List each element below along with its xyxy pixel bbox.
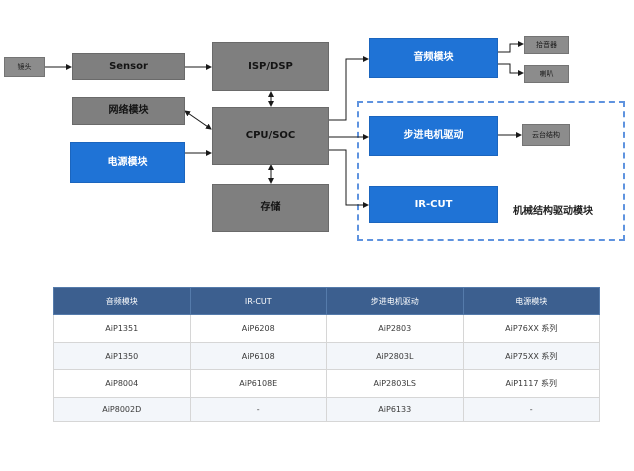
table-cell: AiP2803LS: [326, 369, 464, 399]
table-row: AiP1351 AiP6208 AiP2803 AiP76XX 系列: [53, 314, 600, 343]
cpu-soc-box: CPU/SOC: [212, 107, 329, 165]
arrow-audio-to-speaker: [498, 63, 524, 76]
connection-arrows: [45, 41, 524, 208]
table-cell: AiP76XX 系列: [462, 314, 600, 343]
table-cell: AiP2803: [326, 314, 464, 343]
header-audio-module: 音频模块: [53, 287, 191, 315]
arrow-network-cpu: [184, 110, 212, 130]
table-row: AiP8002D - AiP6133 -: [53, 397, 600, 422]
microphone-box: 拾音器: [524, 36, 569, 54]
arrow-cpu-to-audio: [328, 56, 369, 121]
table-cell: AiP8004: [53, 369, 191, 399]
pan-tilt-structure-label: 云台结构: [532, 130, 560, 139]
ir-cut-label: IR-CUT: [414, 198, 453, 210]
lens-label: 镜头: [17, 62, 32, 71]
table-cell: AiP8002D: [53, 397, 191, 422]
isp-dsp-box: ISP/DSP: [212, 42, 329, 91]
table-cell: AiP1117 系列: [462, 369, 600, 399]
table-cell: AiP6133: [326, 397, 464, 422]
pan-tilt-structure-box: 云台结构: [522, 124, 570, 146]
arrow-cpu-to-ircut: [328, 149, 369, 208]
power-module-box: 电源模块: [70, 142, 185, 183]
block-diagram: 机械结构驱动模块: [4, 36, 625, 241]
sensor-label: Sensor: [109, 60, 148, 72]
table-cell: AiP6208: [189, 314, 327, 343]
sensor-box: Sensor: [72, 53, 185, 80]
table-cell: AiP1351: [53, 314, 191, 343]
table-cell: AiP1350: [53, 341, 191, 371]
network-module-label: 网络模块: [108, 105, 149, 116]
table-cell: -: [189, 397, 327, 422]
isp-dsp-label: ISP/DSP: [248, 60, 293, 72]
network-module-box: 网络模块: [72, 97, 185, 125]
cpu-soc-label: CPU/SOC: [245, 130, 296, 141]
microphone-label: 拾音器: [536, 40, 557, 49]
header-ir-cut: IR-CUT: [189, 287, 327, 315]
speaker-box: 喇叭: [524, 65, 569, 83]
table-cell: AiP75XX 系列: [462, 341, 600, 371]
table-cell: AiP2803L: [326, 341, 464, 371]
table-row: AiP1350 AiP6108 AiP2803L AiP75XX 系列: [53, 341, 600, 371]
table-row: AiP8004 AiP6108E AiP2803LS AiP1117 系列: [53, 369, 600, 399]
audio-module-label: 音频模块: [413, 52, 454, 63]
power-module-label: 电源模块: [107, 156, 148, 168]
table-cell: -: [462, 397, 600, 422]
ir-cut-box: IR-CUT: [369, 186, 498, 223]
header-stepper-driver: 步进电机驱动: [326, 287, 464, 315]
stepper-motor-driver-box: 步进电机驱动: [369, 116, 498, 156]
chip-spec-table: 音频模块 IR-CUT 步进电机驱动 电源模块 AiP1351 AiP6208 …: [53, 287, 600, 422]
audio-module-box: 音频模块: [369, 38, 498, 78]
chip-spec-table-wrap: 音频模块 IR-CUT 步进电机驱动 电源模块 AiP1351 AiP6208 …: [53, 287, 600, 422]
stepper-motor-driver-label: 步进电机驱动: [403, 130, 464, 141]
arrow-audio-to-mic: [498, 41, 524, 53]
storage-label: 存储: [260, 202, 281, 213]
table-cell: AiP6108: [189, 341, 327, 371]
lens-box: 镜头: [4, 57, 45, 77]
mechanical-driver-group-label: 机械结构驱动模块: [513, 206, 593, 217]
table-header-row: 音频模块 IR-CUT 步进电机驱动 电源模块: [53, 287, 600, 315]
storage-box: 存储: [212, 184, 329, 232]
mechanical-driver-group-frame: [357, 101, 625, 241]
speaker-label: 喇叭: [539, 69, 554, 78]
header-power-module: 电源模块: [462, 287, 600, 315]
table-cell: AiP6108E: [189, 369, 327, 399]
